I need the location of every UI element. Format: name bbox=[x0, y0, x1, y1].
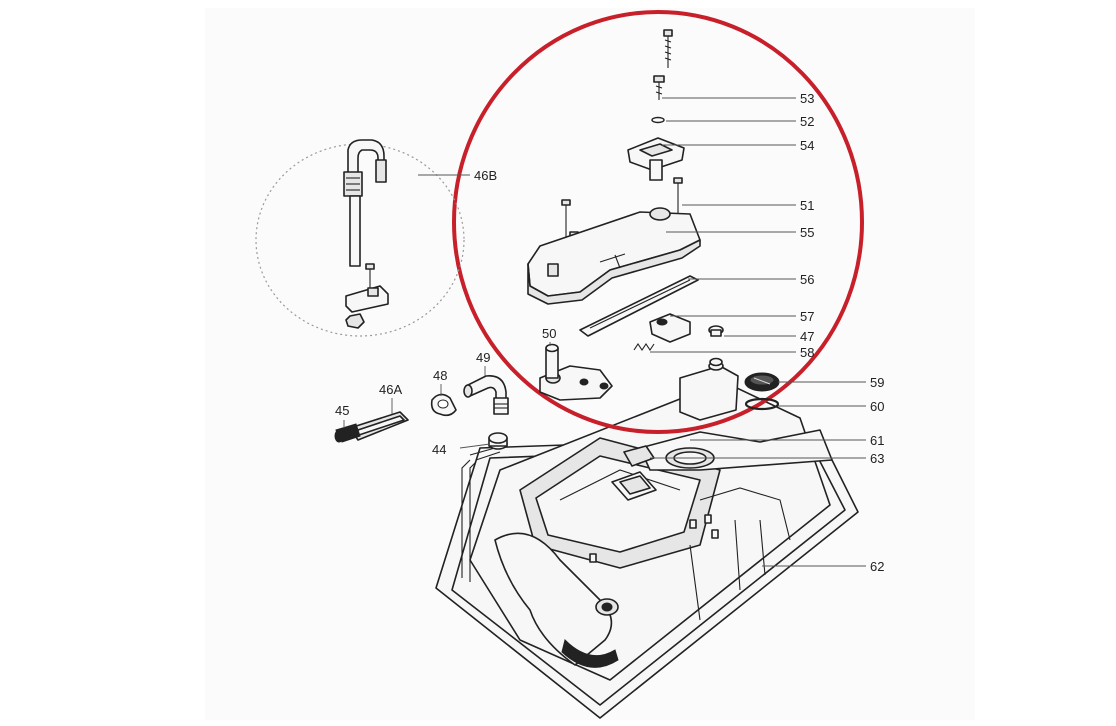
cover-plate-55 bbox=[527, 207, 701, 305]
label-55: 55 bbox=[800, 225, 814, 240]
elbow-fitting-49 bbox=[463, 375, 509, 415]
plug-47 bbox=[708, 325, 724, 337]
o-ring-60 bbox=[744, 397, 780, 411]
label-48: 48 bbox=[433, 368, 447, 383]
gasket-56 bbox=[579, 275, 699, 337]
label-59: 59 bbox=[870, 375, 884, 390]
label-46b: 46B bbox=[474, 168, 497, 183]
label-52: 52 bbox=[800, 114, 814, 129]
leader-lines bbox=[343, 97, 866, 567]
label-58: 58 bbox=[800, 345, 814, 360]
label-56: 56 bbox=[800, 272, 814, 287]
label-44: 44 bbox=[432, 442, 446, 457]
label-63: 63 bbox=[870, 451, 884, 466]
label-49: 49 bbox=[476, 350, 490, 365]
spring-58 bbox=[633, 343, 655, 351]
breather-pipe-46b bbox=[343, 139, 389, 329]
label-47: 47 bbox=[800, 329, 814, 344]
cap-45 bbox=[334, 423, 361, 443]
label-46a: 46A bbox=[379, 382, 402, 397]
label-45: 45 bbox=[335, 403, 349, 418]
label-62: 62 bbox=[870, 559, 884, 574]
label-54: 54 bbox=[800, 138, 814, 153]
bracket-54 bbox=[627, 137, 685, 181]
label-53: 53 bbox=[800, 91, 814, 106]
label-61: 61 bbox=[870, 433, 884, 448]
label-50: 50 bbox=[542, 326, 556, 341]
highlight-circle bbox=[452, 10, 864, 434]
filler-cap-59 bbox=[744, 372, 780, 392]
flange-50 bbox=[539, 343, 613, 401]
label-51: 51 bbox=[800, 198, 814, 213]
part-labels: 53 52 54 51 55 56 57 47 58 50 49 48 46A … bbox=[335, 91, 884, 574]
label-57: 57 bbox=[800, 309, 814, 324]
clip-52 bbox=[651, 116, 665, 124]
hose-46a bbox=[349, 411, 409, 441]
screw-top bbox=[663, 29, 673, 68]
lever-57 bbox=[649, 313, 691, 343]
label-60: 60 bbox=[870, 399, 884, 414]
valve-cover-62 bbox=[435, 361, 859, 719]
screw-53 bbox=[653, 75, 665, 100]
